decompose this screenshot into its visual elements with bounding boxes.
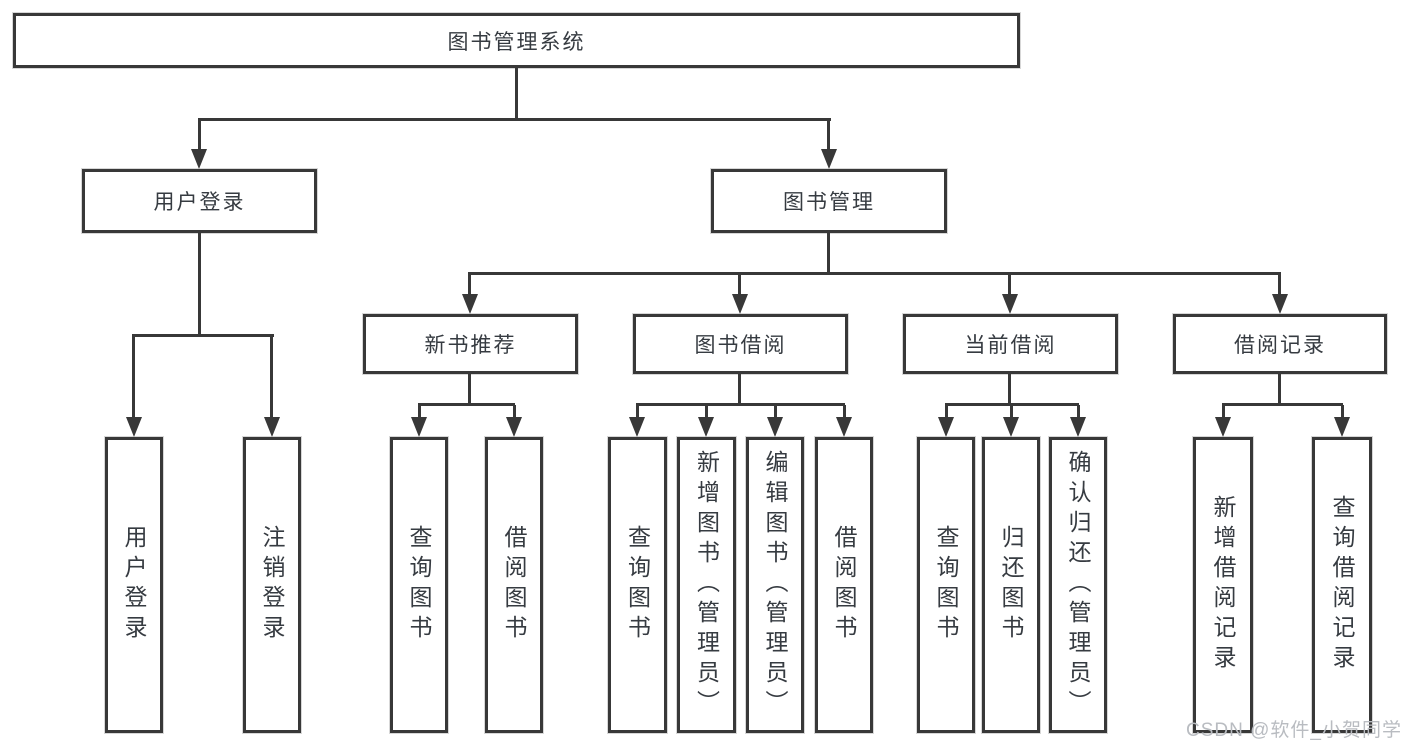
connector-book-borrow-branch <box>636 403 845 406</box>
node-user-login: 用户登录 <box>82 169 317 233</box>
leaf-label: 归还图书 <box>998 525 1024 645</box>
arrowhead-book-mgmt <box>821 149 837 169</box>
connector-user-login-branch <box>132 334 274 337</box>
connector-drop-leaf <box>945 405 948 419</box>
arrowhead-leaf <box>938 417 954 437</box>
arrowhead-borrow-record <box>1272 294 1288 314</box>
connector-drop-leaf <box>705 405 708 419</box>
arrowhead-leaf <box>629 417 645 437</box>
connector-drop-leaf <box>513 405 516 419</box>
leaf-label: 查询图书 <box>406 525 432 645</box>
node-current-borrowing: 当前借阅 <box>903 314 1118 374</box>
leaf-label: 查询图书 <box>624 525 651 645</box>
node-label: 图书借阅 <box>694 334 787 357</box>
leaf-label: 确认归还（管理员） <box>1065 450 1091 720</box>
connector-drop-leaf <box>843 405 846 419</box>
leaf-label: 注销登录 <box>259 525 285 645</box>
arrowhead-current-borrow <box>1002 294 1018 314</box>
leaf-node-add-books-admin: 新增图书（管理员） <box>677 437 736 733</box>
connector-drop-leaf-logout <box>270 336 273 419</box>
arrowhead-user-login <box>191 149 207 169</box>
connector-drop-leaf <box>774 405 777 419</box>
connector-drop-leaf <box>1222 405 1225 419</box>
connector-drop-leaf <box>636 405 639 419</box>
leaf-node-borrow-books-1: 借阅图书 <box>485 437 543 733</box>
connector-level1-branch <box>198 118 831 121</box>
leaf-label: 查询借阅记录 <box>1329 495 1355 675</box>
connector-borrow-record-branch <box>1222 403 1343 406</box>
leaf-label: 编辑图书（管理员） <box>762 450 788 720</box>
leaf-node-user-login: 用户登录 <box>105 437 163 733</box>
connector-drop-current-borrow <box>1008 274 1011 295</box>
leaf-node-edit-books-admin: 编辑图书（管理员） <box>746 437 804 733</box>
arrowhead-leaf <box>836 417 852 437</box>
node-label: 借阅记录 <box>1234 334 1326 357</box>
leaf-label: 新增借阅记录 <box>1210 495 1236 675</box>
connector-drop-book-mgmt <box>827 120 830 151</box>
arrowhead-leaf <box>1070 417 1086 437</box>
connector-drop-leaf <box>418 405 421 419</box>
arrowhead-leaf <box>1003 417 1019 437</box>
connector-drop-leaf-user-login <box>132 336 135 419</box>
arrowhead-leaf <box>698 417 714 437</box>
connector-drop-borrow-record <box>1278 274 1281 295</box>
leaf-label: 用户登录 <box>121 525 147 645</box>
node-borrowing-records: 借阅记录 <box>1173 314 1387 374</box>
leaf-label: 新增图书（管理员） <box>693 450 720 720</box>
connector-drop-leaf <box>1341 405 1344 419</box>
arrowhead-leaf <box>1334 417 1350 437</box>
leaf-node-query-books-3: 查询图书 <box>917 437 975 733</box>
leaf-label: 借阅图书 <box>501 525 527 645</box>
arrowhead-leaf-logout <box>264 417 280 437</box>
connector-user-login-drop <box>198 233 201 337</box>
connector-book-mgmt-drop <box>827 233 830 274</box>
node-label: 当前借阅 <box>964 334 1057 357</box>
leaf-node-borrow-books-2: 借阅图书 <box>815 437 873 733</box>
arrowhead-leaf <box>767 417 783 437</box>
connector-drop-user-login <box>198 120 201 151</box>
node-new-book-recommendation: 新书推荐 <box>363 314 578 374</box>
leaf-node-query-books-2: 查询图书 <box>608 437 667 733</box>
node-book-borrowing: 图书借阅 <box>633 314 848 374</box>
node-library-management-system: 图书管理系统 <box>13 13 1020 68</box>
connector-root-drop <box>515 68 518 121</box>
arrowhead-new-book-rec <box>462 294 478 314</box>
connector-level3-branch <box>468 272 1281 275</box>
arrowhead-leaf-user-login <box>126 417 142 437</box>
arrowhead-leaf <box>1215 417 1231 437</box>
node-book-management: 图书管理 <box>711 169 947 233</box>
connector-drop-new-book-rec <box>468 274 471 295</box>
node-label: 新书推荐 <box>424 334 517 357</box>
leaf-node-confirm-return-admin: 确认归还（管理员） <box>1049 437 1107 733</box>
node-label: 图书管理系统 <box>447 30 586 54</box>
csdn-watermark: CSDN @软件_小贺同学 <box>1186 720 1402 741</box>
node-label: 用户登录 <box>153 191 246 214</box>
arrowhead-leaf <box>411 417 427 437</box>
leaf-label: 借阅图书 <box>831 525 857 645</box>
arrowhead-leaf <box>506 417 522 437</box>
connector-book-borrow-drop <box>738 374 741 405</box>
leaf-node-query-borrow-record: 查询借阅记录 <box>1312 437 1372 733</box>
arrowhead-book-borrow <box>732 294 748 314</box>
connector-current-borrow-drop <box>1008 374 1011 405</box>
leaf-node-add-borrow-record: 新增借阅记录 <box>1193 437 1253 733</box>
connector-borrow-record-drop <box>1278 374 1281 405</box>
node-label: 图书管理 <box>783 191 875 214</box>
connector-new-book-rec-branch <box>418 403 515 406</box>
connector-drop-leaf <box>1010 405 1013 419</box>
leaf-node-return-books: 归还图书 <box>982 437 1040 733</box>
connector-new-book-rec-drop <box>468 374 471 405</box>
leaf-node-query-books-1: 查询图书 <box>390 437 448 733</box>
leaf-label: 查询图书 <box>933 525 959 645</box>
leaf-node-logout: 注销登录 <box>243 437 301 733</box>
connector-current-borrow-branch <box>945 403 1079 406</box>
connector-drop-leaf <box>1077 405 1080 419</box>
connector-drop-book-borrow <box>738 274 741 295</box>
